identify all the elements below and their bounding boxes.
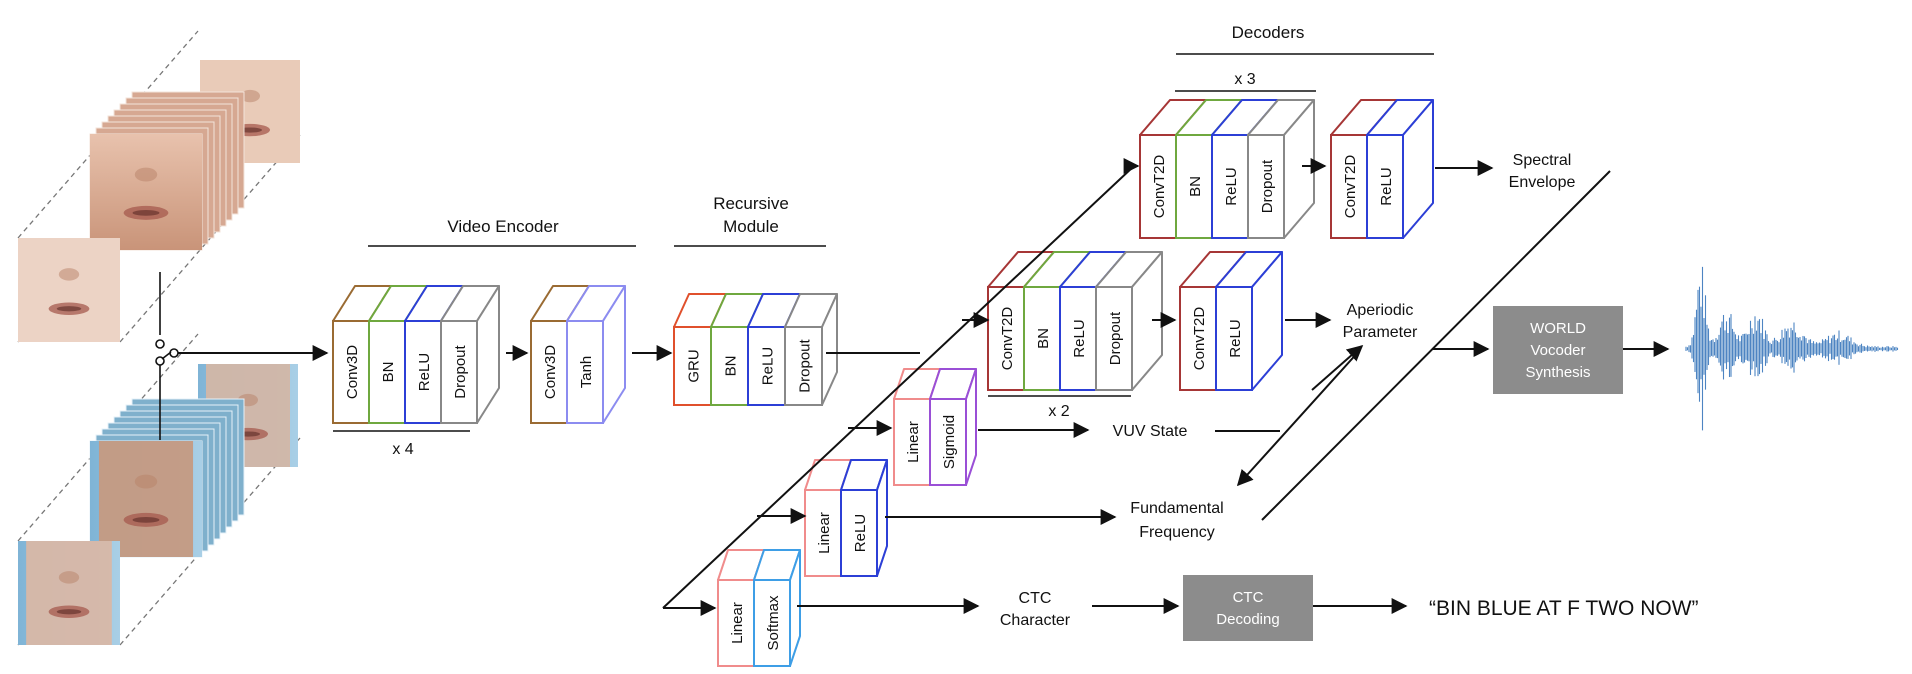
ctc-decoding-box: CTC Decoding (1183, 575, 1313, 641)
aperiodic-label-1: Aperiodic (1347, 302, 1414, 319)
layer-label: Dropout (1107, 311, 1124, 365)
ctc-character-label-2: Character (1000, 612, 1071, 629)
ctc-head-group: Linear Softmax (717, 549, 801, 667)
layer-label: ReLU (1071, 319, 1088, 357)
layer-label: Dropout (452, 344, 469, 398)
layer-label: BN (380, 362, 397, 383)
fundamental-frequency-label-2: Frequency (1139, 524, 1215, 541)
layer-label: ConvT2D (1191, 307, 1208, 371)
layer-label: Sigmoid (941, 415, 958, 469)
world-vocoder-line-3: Synthesis (1525, 364, 1590, 381)
layer-dropout-block: Dropout (784, 293, 838, 406)
ctc-decoding-line-1: CTC (1233, 589, 1264, 606)
dec-mid-out-group: ConvT2D ReLU (1179, 251, 1283, 391)
face-frame (18, 238, 120, 342)
aperiodic-label-2: Parameter (1343, 324, 1418, 341)
layer-label: Linear (905, 421, 922, 463)
recursive-module-heading-1: Recursive (713, 194, 789, 213)
layer-label: Linear (816, 512, 833, 554)
encoder-block-group: Conv3D BN ReLU Dropout (332, 285, 500, 424)
layer-label: GRU (686, 349, 703, 382)
layer-label: Dropout (1259, 159, 1276, 213)
layer-label: ReLU (852, 514, 869, 552)
layer-label: ReLU (1378, 167, 1395, 205)
world-vocoder-line-2: Vocoder (1530, 342, 1585, 359)
ctc-character-label-1: CTC (1019, 590, 1052, 607)
f0-head-group: Linear ReLU (804, 459, 888, 577)
transcript-output: “BIN BLUE AT F TWO NOW” (1429, 597, 1699, 620)
decoders-heading: Decoders (1232, 23, 1305, 42)
layer-label: Softmax (765, 595, 782, 651)
dec-top-block-group: ConvT2D BN ReLU Dropout (1139, 99, 1315, 239)
recursive-group: GRU BN ReLU Dropout (673, 293, 838, 406)
layer-label: Tanh (578, 356, 595, 389)
face-frame (90, 134, 202, 250)
dec-top-out-group: ConvT2D ReLU (1330, 99, 1434, 239)
input-video-frames (17, 30, 301, 646)
input-switch (155, 272, 329, 440)
fundamental-frequency-label-1: Fundamental (1130, 500, 1223, 517)
decoder-mid-multiplier: x 2 (1048, 403, 1069, 420)
vuv-head-group: Linear Sigmoid (893, 368, 977, 486)
layer-dropout-block: Dropout (1247, 99, 1315, 239)
layer-tanh-block: Tanh (566, 285, 626, 424)
face-frame (90, 441, 202, 557)
layer-label: BN (723, 356, 740, 377)
face-frame (18, 541, 120, 645)
layer-label: ReLU (760, 347, 777, 385)
layer-label: ReLU (1223, 167, 1240, 205)
layer-label: BN (1187, 176, 1204, 197)
spectral-envelope-label-1: Spectral (1513, 152, 1572, 169)
layer-label: Dropout (797, 338, 814, 392)
vuv-state-label: VUV State (1113, 423, 1188, 440)
layer-label: Linear (729, 602, 746, 644)
layer-label: ConvT2D (1151, 155, 1168, 219)
layer-gru-block: GRU (673, 293, 727, 406)
ctc-decoding-line-2: Decoding (1216, 611, 1279, 628)
layer-sigmoid-block: Sigmoid (929, 368, 977, 486)
layer-label: ConvT2D (1342, 155, 1359, 219)
spectral-envelope-label-2: Envelope (1509, 174, 1576, 191)
world-vocoder-line-1: WORLD (1530, 320, 1586, 337)
layer-relu-block: ReLU (1366, 99, 1434, 239)
layer-label: Conv3D (542, 345, 559, 399)
decoder-top-multiplier: x 3 (1234, 71, 1255, 88)
dec-mid-block-group: ConvT2D BN ReLU Dropout (987, 251, 1163, 391)
video-encoder-heading: Video Encoder (447, 217, 559, 236)
recursive-module-heading-2: Module (723, 217, 779, 236)
layer-label: ConvT2D (999, 307, 1016, 371)
layer-dropout-block: Dropout (440, 285, 500, 424)
world-vocoder-box: WORLD Vocoder Synthesis (1493, 306, 1623, 394)
connectors (506, 158, 1670, 616)
layer-softmax-block: Softmax (753, 549, 801, 667)
encoder-multiplier: x 4 (392, 441, 413, 458)
layer-label: Conv3D (344, 345, 361, 399)
layer-relu-block: ReLU (1215, 251, 1283, 391)
layer-label: ReLU (416, 353, 433, 391)
speech-waveform (1685, 266, 1899, 431)
encoder-out-group: Conv3D Tanh (530, 285, 626, 424)
layer-dropout-block: Dropout (1095, 251, 1163, 391)
layer-relu-block: ReLU (840, 459, 888, 577)
layer-label: BN (1035, 328, 1052, 349)
layer-label: ReLU (1227, 319, 1244, 357)
